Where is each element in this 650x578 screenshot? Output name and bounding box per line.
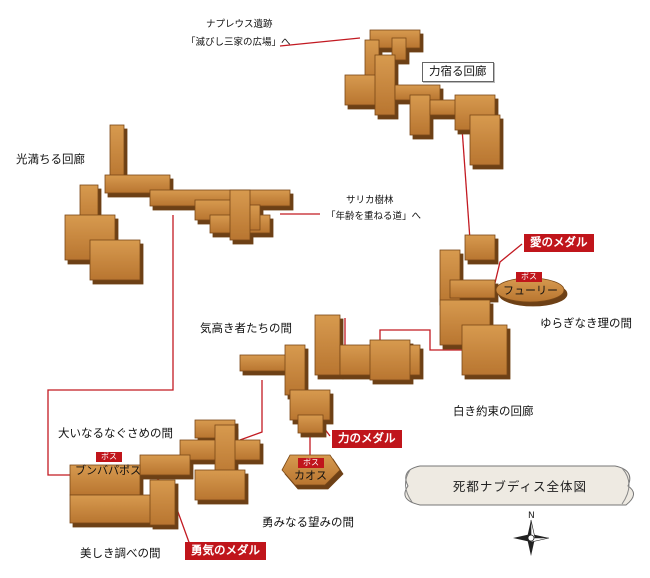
boss-fury: フューリー bbox=[503, 284, 558, 297]
line-napureus bbox=[279, 37, 361, 47]
room-kedakaki bbox=[239, 314, 421, 434]
dungeon-rooms bbox=[64, 29, 565, 526]
room-yuragi bbox=[439, 234, 565, 376]
boss-tag-bambapos: ボス bbox=[96, 452, 122, 462]
area-michiru-label: 光満ちる回廊 bbox=[16, 152, 85, 166]
area-chikara-yadoru-label: 力宿る回廊 bbox=[422, 62, 494, 82]
room-chikara-yadoru bbox=[344, 29, 501, 166]
line-kedakaki-left bbox=[239, 380, 263, 441]
room-michiru bbox=[64, 124, 291, 281]
medal-chikara: 力のメダル bbox=[332, 430, 402, 448]
exit-napureus-line1: ナプレウス遺跡 bbox=[206, 19, 273, 30]
area-kedakaki-label: 気高き者たちの間 bbox=[200, 321, 292, 335]
exit-sarika-line2: 「年齢を重ねる道」へ bbox=[326, 211, 422, 222]
line-ai-medal bbox=[493, 243, 523, 288]
title-scroll bbox=[404, 465, 634, 506]
medal-ai: 愛のメダル bbox=[524, 234, 594, 252]
map-title: 死都ナブディス全体図 bbox=[452, 479, 588, 494]
boss-tag-chaos: ボス bbox=[298, 458, 324, 468]
boss-chaos: カオス bbox=[294, 469, 327, 482]
area-utsukushiki-label: 美しき調べの間 bbox=[80, 546, 161, 560]
exit-sarika-line1: サリカ樹林 bbox=[346, 195, 394, 206]
boss-bambapos: ブンバパポス bbox=[75, 464, 141, 477]
line-chikara-to-yuragi bbox=[461, 127, 471, 241]
room-isami bbox=[281, 454, 341, 486]
compass-north-label: N bbox=[528, 511, 535, 521]
room-oinaru bbox=[69, 419, 261, 526]
exit-napureus-line2: 「滅びし三家の広場」へ bbox=[186, 37, 291, 48]
boss-tag-fury: ボス bbox=[516, 272, 542, 282]
compass-icon bbox=[513, 519, 550, 556]
area-yuragi-label: ゆらぎなき理の間 bbox=[540, 316, 632, 330]
medal-yuuki: 勇気のメダル bbox=[185, 542, 266, 560]
area-shiroki-label: 白き約束の回廊 bbox=[453, 404, 534, 418]
area-oinaru-label: 大いなるなぐさめの間 bbox=[58, 426, 173, 440]
area-isami-label: 勇みなる望みの間 bbox=[262, 515, 354, 529]
line-michiru-to-oinaru bbox=[47, 215, 174, 476]
